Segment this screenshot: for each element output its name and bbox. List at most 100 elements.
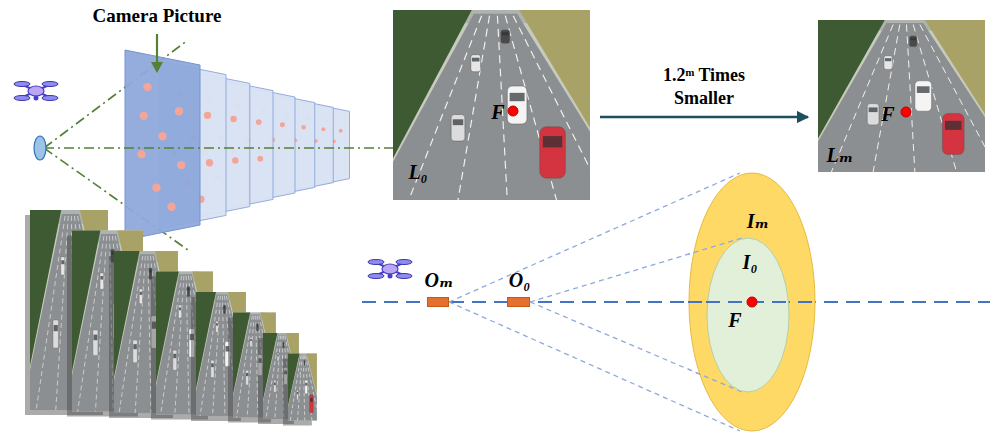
layout-part: 1.2ᵐ Times Smaller — [634, 64, 774, 109]
photo-background — [393, 10, 590, 200]
drone-rotor — [368, 274, 384, 279]
drone-body — [382, 264, 398, 274]
car-window — [869, 107, 878, 112]
optical-axis — [362, 301, 990, 303]
pointer-arrowhead — [151, 62, 163, 73]
drone-arm — [23, 85, 49, 97]
math-label: I₀ — [743, 251, 758, 273]
layout-part: F — [728, 309, 741, 331]
layout-part: Oₘ — [425, 269, 454, 291]
car-body — [507, 86, 527, 124]
layout-part: Iₘ — [747, 210, 769, 232]
math-label: L₀ — [408, 161, 427, 183]
layout-part: I₀ — [743, 251, 758, 273]
math-label: F — [491, 101, 504, 123]
road-surface — [818, 23, 985, 172]
car-window — [246, 373, 248, 376]
car-body — [304, 361, 305, 366]
feature-dot — [152, 183, 160, 191]
math-label: O₀ — [509, 269, 530, 291]
car-window — [310, 398, 313, 402]
car-window — [187, 288, 189, 290]
car-window — [100, 276, 103, 280]
car-window — [274, 382, 276, 385]
car-window — [885, 58, 891, 61]
lane-marking — [275, 336, 281, 419]
layout-part: F — [491, 101, 504, 123]
pointer-arrow — [156, 34, 158, 64]
car-body — [223, 305, 225, 314]
car-window — [502, 32, 509, 35]
math-label: Iₘ — [747, 210, 769, 232]
road-surface — [393, 14, 590, 200]
lane-marking — [290, 356, 301, 421]
feature-dot — [257, 156, 263, 162]
lane-marking — [119, 256, 143, 413]
car-window — [297, 392, 299, 394]
drone-rotor — [396, 260, 412, 265]
feature-dot — [204, 112, 211, 119]
lane-marking — [148, 256, 151, 413]
feature-dot — [301, 125, 305, 129]
math-label: F — [881, 103, 894, 125]
layout-part: L₀ — [408, 161, 427, 183]
drone-rotor — [42, 82, 58, 87]
car-body — [297, 390, 299, 399]
car-body — [909, 36, 917, 47]
feature-dot — [232, 157, 238, 163]
lane-marking — [212, 296, 220, 416]
drone-rotor — [14, 96, 30, 101]
lane-marking — [200, 296, 218, 416]
car-window — [283, 343, 284, 344]
car-body — [451, 115, 465, 142]
car-window — [543, 136, 562, 147]
layout-part: F — [881, 103, 894, 125]
focus-point — [508, 106, 518, 116]
car-body — [277, 353, 279, 361]
drone-body — [28, 86, 44, 96]
car-window — [216, 323, 218, 325]
lane-marking — [236, 316, 252, 418]
drone-arm — [377, 263, 403, 275]
car-window — [945, 121, 961, 130]
drone-icon — [14, 82, 58, 101]
lane-marking — [135, 256, 145, 413]
lane-marking — [78, 236, 104, 412]
lane-marking — [298, 356, 303, 421]
photo-background — [288, 354, 317, 421]
car-body — [211, 360, 214, 377]
feature-dot — [177, 161, 185, 169]
lane-marking — [873, 25, 900, 172]
feature-dot — [280, 122, 285, 127]
feature-dot — [140, 112, 148, 120]
car-window — [94, 335, 98, 341]
car-window — [54, 325, 58, 331]
car-body — [173, 350, 177, 370]
lane-marking — [175, 276, 184, 415]
lane-marking — [56, 216, 68, 410]
lane-marking — [95, 236, 106, 412]
caption-label: Camera Picture — [93, 6, 222, 27]
car-body — [305, 380, 308, 393]
feature-dot — [230, 116, 236, 122]
drone-rotor — [368, 260, 384, 265]
feature-dot — [167, 203, 175, 211]
photo-background — [818, 20, 985, 172]
math-label: Lₘ — [827, 144, 854, 166]
feature-dot — [256, 119, 262, 125]
car-body — [61, 257, 65, 275]
car-window — [149, 270, 151, 272]
lane-marking — [186, 276, 189, 415]
car-body — [53, 320, 58, 348]
image-plane-ellipse: I₀ F — [706, 237, 790, 393]
car-window — [910, 38, 916, 40]
car-body — [274, 380, 277, 392]
car-window — [250, 339, 252, 341]
car-body — [178, 305, 181, 318]
car-window — [140, 292, 142, 295]
image-frame: F L₀ — [393, 10, 590, 200]
camera-lens — [34, 136, 46, 160]
image-plane-ellipse: I₀ F Iₘ — [688, 172, 816, 432]
car-body — [501, 30, 510, 43]
